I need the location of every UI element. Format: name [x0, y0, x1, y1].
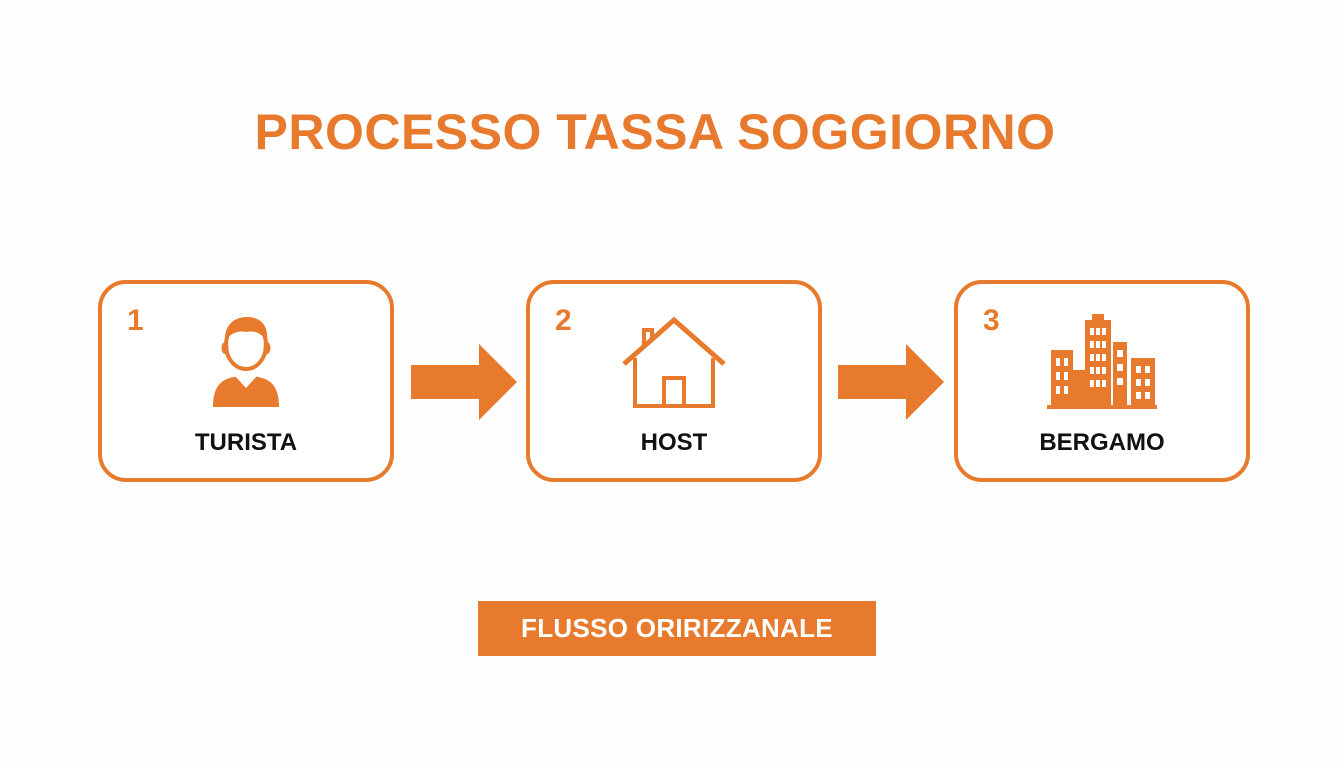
house-icon [619, 312, 729, 412]
step-label: BERGAMO [1039, 429, 1165, 456]
step-number: 1 [127, 304, 144, 337]
step-card-bergamo: 3 [954, 280, 1250, 482]
step-number: 2 [555, 304, 572, 337]
diagram-title: PROCESSO TASSA SOGGIORNO [254, 104, 1056, 160]
flow-arrow-icon [838, 344, 946, 420]
city-buildings-icon [1047, 312, 1157, 412]
step-label: HOST [640, 429, 708, 456]
step-card-turista: 1 TURISTA [98, 280, 394, 482]
step-card-host: 2 HOST [526, 280, 822, 482]
person-icon [191, 312, 301, 412]
flow-type-badge: FLUSSO ORIRIZZANALE [478, 601, 876, 656]
step-label: TURISTA [194, 429, 298, 456]
step-number: 3 [983, 304, 1000, 337]
flow-arrow-icon [411, 344, 519, 420]
